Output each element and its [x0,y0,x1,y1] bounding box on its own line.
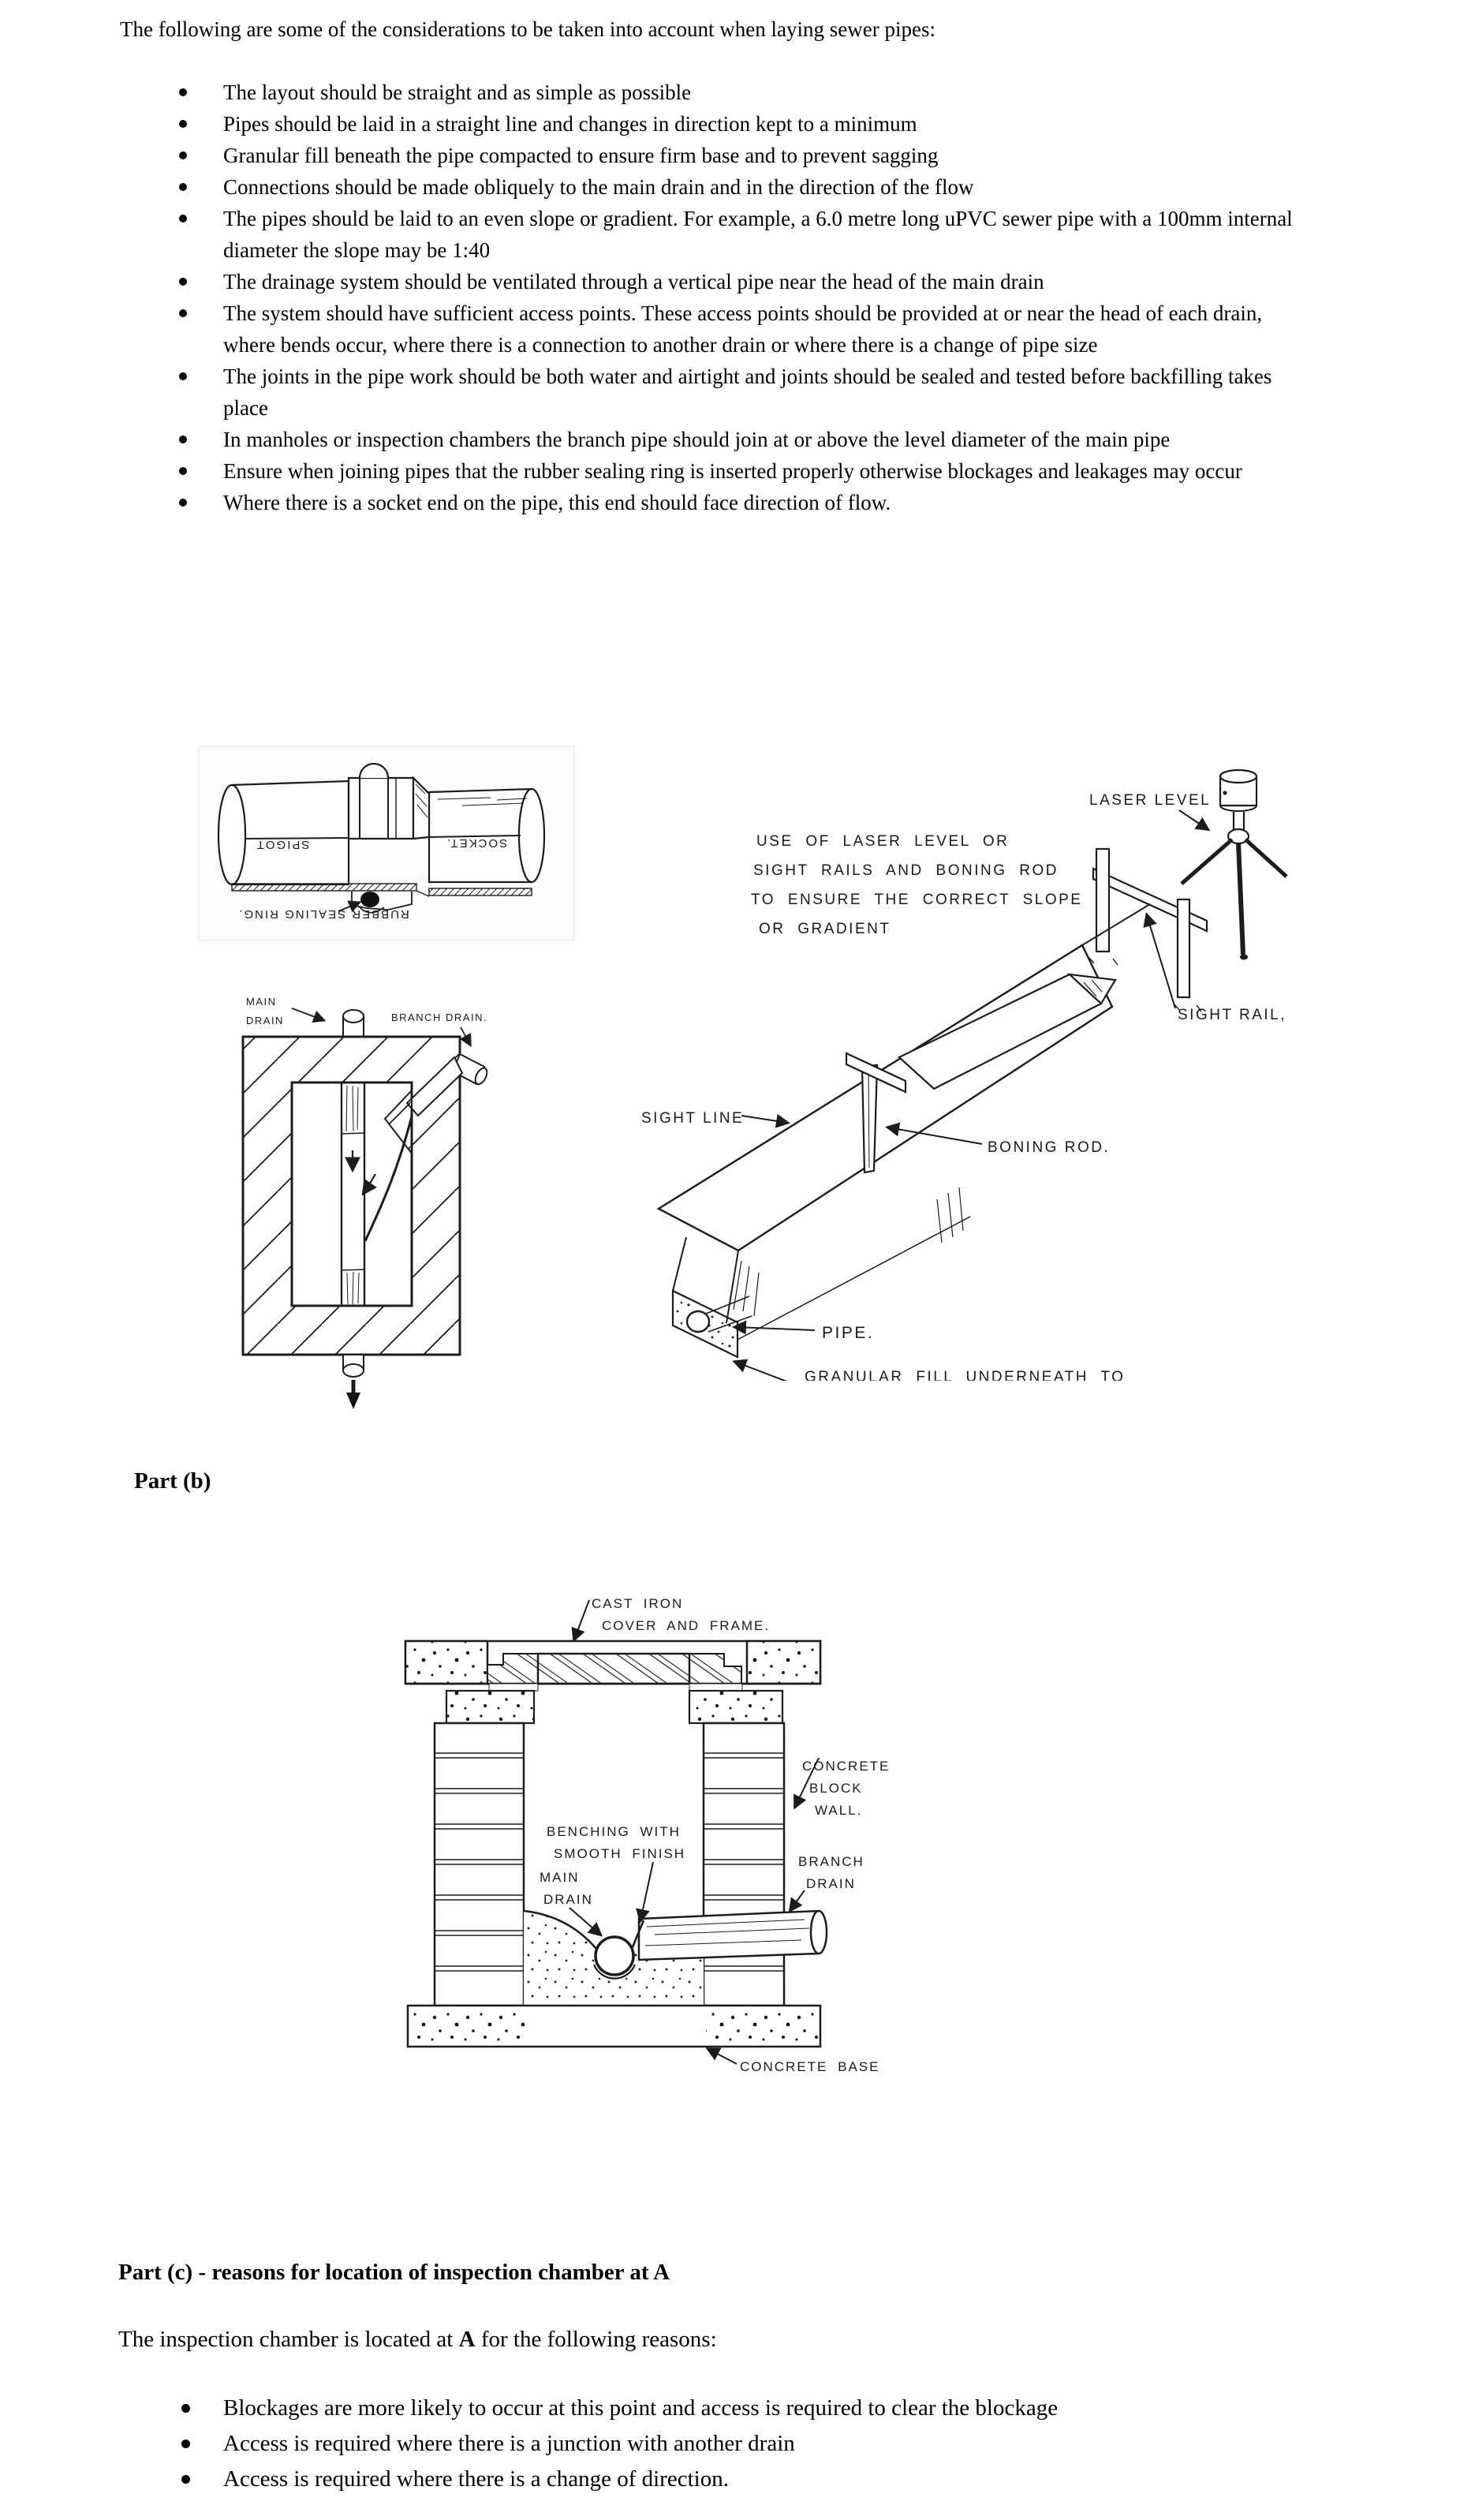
boning-rod [845,1052,907,1174]
list-item: Granular fill beneath the pipe compacted… [134,140,1308,171]
rubber-ring-dot [360,892,379,907]
branch-drain-label: BRANCH [798,1854,864,1869]
branch-pipe [637,1909,828,1961]
sight-line-label: SIGHT LINE [641,1110,744,1127]
benching-label: BENCHING WITH [547,1824,681,1839]
list-item: The joints in the pipe work should be bo… [134,361,1308,424]
main-drain-label: DRAIN [246,1015,284,1026]
main-drain-label: DRAIN [543,1892,593,1907]
granular-fill-label: GRANULAR FILL UNDERNEATH TO [805,1369,1125,1381]
sight-rail-label: SIGHT RAIL, [1178,1007,1286,1023]
list-item: Pipes should be laid in a straight line … [134,108,1308,140]
list-item: The system should have sufficient access… [134,297,1308,361]
concrete-block-wall-label: WALL. [815,1803,862,1818]
manhole-plan-diagram: MAIN DRAIN BRANCH DRAIN. [241,996,488,1409]
part-c-list: Blockages are more likely to occur at th… [134,2391,1333,2497]
spigot-label: SPIGOT [256,838,310,851]
laser-level-diagram: USE OF LASER LEVEL OR SIGHT RAILS AND BO… [641,768,1288,1381]
pipe-joint-diagram: SPIGOT SOCKET. RUBBER SEALING RING. [198,746,575,941]
benching-label: SMOOTH FINISH [554,1846,685,1861]
list-item: The layout should be straight and as sim… [134,77,1308,108]
list-item: Blockages are more likely to occur at th… [134,2391,1328,2426]
main-drain-label: MAIN [246,996,277,1008]
block-walls [433,1722,786,2007]
branch-drain-label: DRAIN [806,1876,856,1891]
caption-line: OR GRADIENT [759,921,891,937]
rubber-sealing-ring-label: RUBBER SEALING RING. [237,907,409,921]
laser-level-label: LASER LEVEL [1089,792,1211,809]
tripod [1180,768,1288,960]
part-b-heading: Part (b) [134,1468,211,1494]
boning-rod-label: BONING ROD. [988,1139,1110,1156]
part-c-intro-bold: A [458,2327,476,2352]
part-c-intro: The inspection chamber is located at A f… [118,2323,1301,2356]
concrete-block-wall-label: BLOCK [809,1781,863,1796]
main-drain-channel [594,1935,635,1976]
sight-rails [1088,847,1208,1012]
flow-arrow [346,1393,360,1409]
caption-line: SIGHT RAILS AND BONING ROD [753,862,1059,879]
list-item: The drainage system should be ventilated… [134,266,1308,297]
part-c-intro-prefix: The inspection chamber is located at [118,2327,459,2352]
trench-cross-section [671,1187,971,1359]
list-item: Access is required where there is a junc… [134,2426,1328,2462]
list-item: The pipes should be laid to an even slop… [134,203,1308,266]
concrete-block-wall-label: CONCRETE [802,1759,890,1774]
concrete-base-label: CONCRETE BASE [740,2059,879,2074]
cast-iron-label: COVER AND FRAME. [602,1618,770,1633]
socket-label: SOCKET. [446,836,507,850]
part-c-heading: Part (c) - reasons for location of inspe… [118,2260,670,2285]
list-item: Where there is a socket end on the pipe,… [134,487,1308,518]
cast-iron-label: CAST IRON [592,1596,683,1611]
list-item: Access is required where there is a chan… [134,2462,1328,2497]
list-item: Connections should be made obliquely to … [134,171,1308,203]
inspection-chamber-diagram: CAST IRON COVER AND FRAME. [404,1596,890,2074]
caption-line: USE OF LASER LEVEL OR [756,833,1009,850]
main-drain-label: MAIN [540,1870,580,1885]
part-c-intro-suffix: for the following reasons: [475,2327,717,2352]
considerations-list: The layout should be straight and as sim… [134,77,1309,518]
branch-drain-label: BRANCH DRAIN. [391,1011,487,1023]
intro-paragraph: The following are some of the considerat… [120,17,935,41]
list-item: In manholes or inspection chambers the b… [134,424,1308,455]
list-item: Ensure when joining pipes that the rubbe… [134,455,1308,487]
pipe-label: PIPE. [822,1324,874,1342]
caption-line: TO ENSURE THE CORRECT SLOPE [751,892,1082,908]
